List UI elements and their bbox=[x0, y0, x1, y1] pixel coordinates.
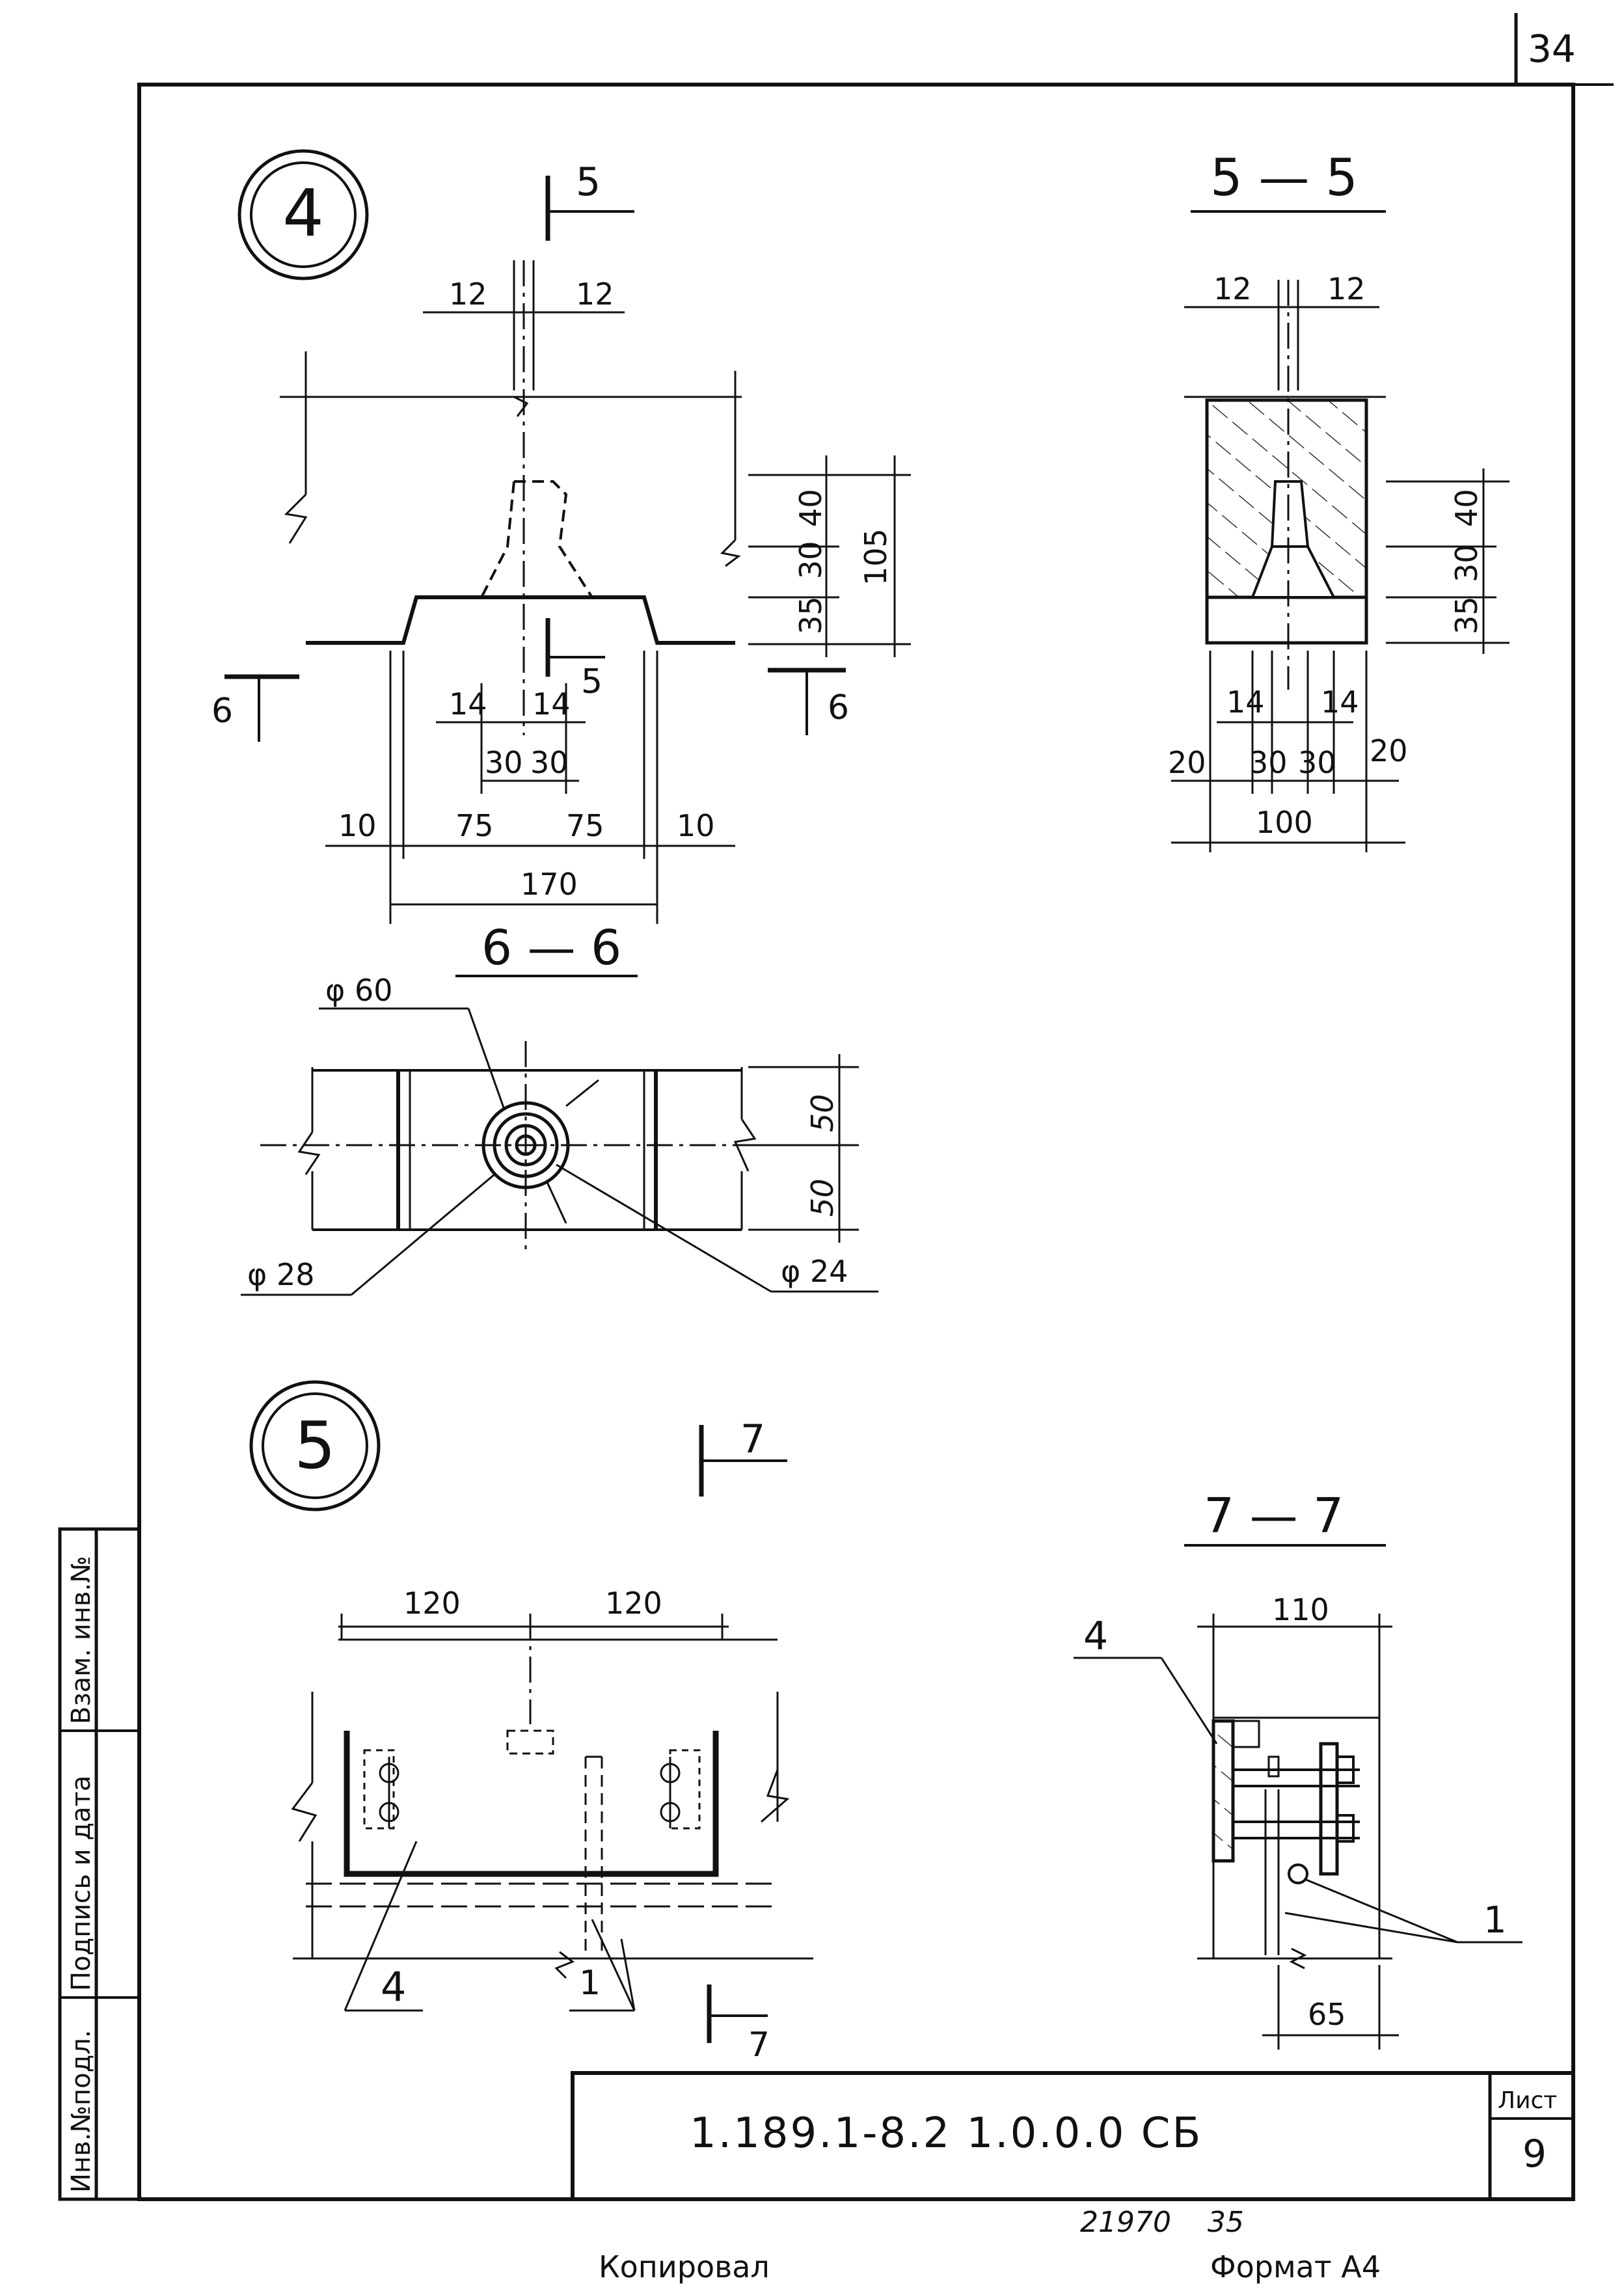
title-block bbox=[571, 2071, 1575, 2201]
s55-dim-12-left: 12 bbox=[1213, 271, 1252, 306]
sheet-number: 9 bbox=[1522, 2132, 1547, 2176]
s77-callout-4: 4 bbox=[1083, 1614, 1108, 1659]
cut6-label-right: 6 bbox=[828, 688, 849, 727]
cut7-label-top: 7 bbox=[740, 1416, 765, 1462]
node5-number: 5 bbox=[294, 1407, 336, 1483]
cut7-mark-lower bbox=[707, 1984, 768, 2043]
s77-callout-1: 1 bbox=[1483, 1899, 1507, 1942]
dim-120-left: 120 bbox=[403, 1586, 461, 1621]
cut6-label-left: 6 bbox=[211, 692, 233, 731]
s55-dim-20-left: 20 bbox=[1168, 745, 1206, 780]
section66-labels: φ 60 φ 28 φ 24 50 50 bbox=[247, 973, 848, 1292]
dim-75-right: 75 bbox=[566, 808, 604, 843]
cut6-marks bbox=[224, 668, 846, 742]
dim-40: 40 bbox=[793, 489, 828, 527]
dim-30: 30 bbox=[793, 541, 828, 579]
cut5-mark-top bbox=[545, 176, 634, 241]
dim-50-bottom: 50 bbox=[805, 1178, 840, 1217]
format-label: Формат А4 bbox=[1210, 2249, 1381, 2284]
side-vzam: Взам. инв.№ bbox=[66, 1556, 96, 1724]
section55-view bbox=[1171, 280, 1509, 852]
node5-marker bbox=[249, 1380, 381, 1511]
dim-110: 110 bbox=[1272, 1592, 1329, 1627]
node4-front-view bbox=[280, 260, 911, 924]
dim-75-left: 75 bbox=[455, 808, 494, 843]
dim-50-top: 50 bbox=[805, 1094, 840, 1132]
dim-30-left: 30 bbox=[485, 745, 523, 780]
dim-35: 35 bbox=[793, 596, 828, 634]
node4-number: 4 bbox=[282, 175, 324, 251]
sheet-label: Лист bbox=[1498, 2087, 1557, 2114]
s55-dim-30-right: 30 bbox=[1298, 745, 1336, 780]
cut5-label-top: 5 bbox=[576, 159, 601, 205]
node4-dims: 12 12 14 14 30 30 10 75 75 10 170 40 30 … bbox=[338, 277, 893, 902]
dim-d28: φ 28 bbox=[247, 1257, 315, 1292]
s55-dim-35: 35 bbox=[1449, 596, 1484, 634]
s55-dim-14-right: 14 bbox=[1321, 684, 1359, 720]
s55-dim-20-right: 20 bbox=[1370, 733, 1408, 768]
s55-dim-30-left: 30 bbox=[1249, 745, 1288, 780]
s55-dim-14-left: 14 bbox=[1226, 684, 1265, 720]
cut7-mark-top bbox=[699, 1425, 787, 1497]
stamp-numbers: 21970 35 bbox=[1080, 2206, 1244, 2239]
dim-65: 65 bbox=[1308, 1997, 1346, 2032]
s55-dim-30: 30 bbox=[1449, 544, 1484, 582]
callout-1: 1 bbox=[579, 1964, 601, 2003]
side-podpis: Подпись и дата bbox=[66, 1776, 96, 1991]
drawing-code: 1.189.1-8.2 1.0.0.0 СБ bbox=[690, 2109, 1202, 2158]
dim-12-right: 12 bbox=[576, 277, 614, 312]
side-inv-podl: Инв.№подл. bbox=[66, 2029, 96, 2193]
section77-view bbox=[1074, 1614, 1522, 2050]
dim-14-right: 14 bbox=[532, 686, 571, 722]
node5-labels: 120 120 4 1 bbox=[381, 1586, 662, 2011]
section77-labels: 110 65 4 1 bbox=[1083, 1592, 1507, 2032]
node4-marker bbox=[237, 149, 369, 280]
section66-title: 6 — 6 bbox=[481, 920, 621, 976]
s55-dim-100: 100 bbox=[1256, 805, 1313, 840]
cut5-mark-lower bbox=[545, 618, 605, 677]
dim-12-left: 12 bbox=[449, 277, 487, 312]
dim-170: 170 bbox=[521, 867, 578, 902]
dim-120-right: 120 bbox=[605, 1586, 662, 1621]
s55-dim-40: 40 bbox=[1449, 489, 1484, 527]
dim-10-left: 10 bbox=[338, 808, 377, 843]
dim-d60: φ 60 bbox=[325, 973, 393, 1008]
dim-d24: φ 24 bbox=[781, 1254, 848, 1289]
section55-title: 5 — 5 bbox=[1210, 149, 1358, 208]
dim-105: 105 bbox=[858, 528, 893, 586]
page-number: 34 bbox=[1528, 27, 1576, 71]
copy-label: Копировал bbox=[599, 2249, 770, 2284]
section55-dims: 12 12 40 30 35 14 14 20 30 30 20 100 bbox=[1168, 271, 1484, 840]
section66-view bbox=[241, 1007, 878, 1296]
dim-30-right: 30 bbox=[530, 745, 569, 780]
side-stamp bbox=[58, 1527, 141, 2201]
dim-10-right: 10 bbox=[677, 808, 715, 843]
cut7-label-lower: 7 bbox=[748, 2025, 770, 2065]
cut5-label-lower: 5 bbox=[581, 662, 602, 701]
callout-4: 4 bbox=[381, 1963, 406, 2011]
node5-front-view bbox=[291, 1614, 813, 2012]
dim-14-left: 14 bbox=[449, 686, 487, 722]
section77-title: 7 — 7 bbox=[1204, 1488, 1344, 1544]
s55-dim-12-right: 12 bbox=[1327, 271, 1366, 306]
